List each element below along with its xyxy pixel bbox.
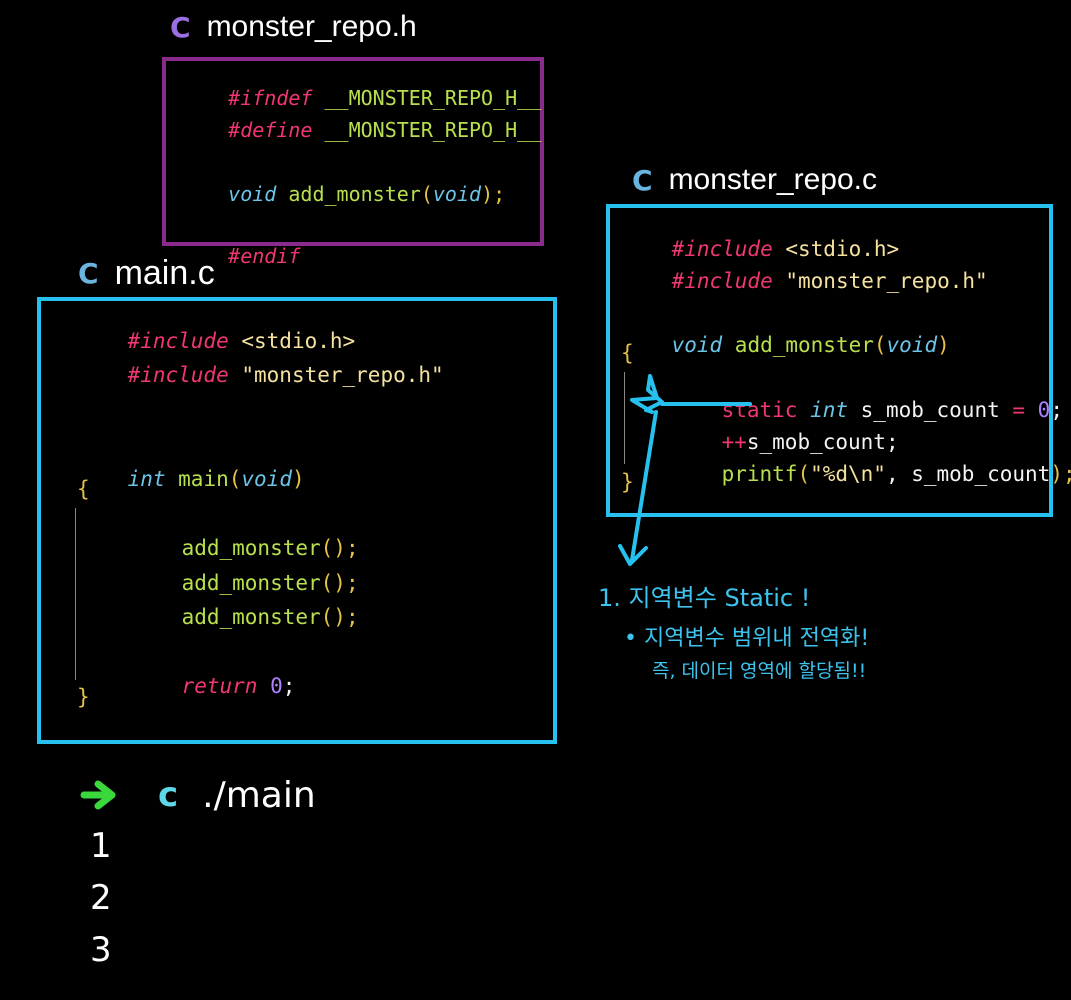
open-brace: {	[621, 341, 634, 365]
preprocessor-directive: #include	[671, 269, 773, 293]
return-keyword: return	[181, 674, 258, 698]
header-file-code: #ifndef __MONSTER_REPO_H__ #define __MON…	[180, 62, 541, 268]
punctuation: );	[481, 182, 506, 206]
header-file-code-box	[162, 57, 544, 246]
source-file-code-box	[606, 204, 1053, 517]
code-line: ++s_mob_count;	[671, 406, 899, 478]
punctuation: (	[797, 462, 811, 486]
annotation-line-3: 즉, 데이터 영역에 할당됨!!	[652, 660, 867, 682]
punctuation: )	[291, 467, 305, 491]
main-file-title: C main.c	[78, 254, 215, 293]
arrow-head-icon	[618, 544, 648, 566]
close-brace: }	[77, 685, 90, 709]
arrow-right-icon	[80, 780, 116, 810]
keyword: void	[228, 182, 277, 206]
macro-name: __MONSTER_REPO_H__	[312, 118, 542, 142]
preprocessor-directive: #include	[671, 237, 773, 261]
source-file-name: monster_repo.c	[668, 163, 877, 196]
indent-guide	[75, 508, 76, 680]
code-line: #include "monster_repo.h"	[621, 245, 988, 317]
punctuation: (	[873, 333, 887, 357]
keyword: int	[797, 398, 849, 422]
c-lang-icon: C	[170, 10, 191, 44]
code-line: add_monster();	[131, 581, 359, 653]
function-name: add_monster	[181, 536, 321, 560]
terminal-cwd: c	[158, 775, 179, 815]
terminal-output-line: 1	[90, 826, 112, 866]
indent-guide	[624, 372, 625, 464]
punctuation: ;	[885, 430, 899, 454]
terminal-prompt: c ./main	[80, 770, 316, 820]
keyword: void	[432, 182, 482, 206]
annotation-line-1: 1. 지역변수 Static !	[598, 584, 811, 612]
variable-name: s_mob_count	[848, 398, 1000, 422]
terminal-command: ./main	[202, 774, 316, 816]
preprocessor-directive: #define	[228, 118, 313, 142]
code-line: add_monster();	[131, 547, 359, 619]
code-line: void add_monster(void)	[621, 309, 950, 381]
preprocessor-directive: #ifndef	[228, 86, 313, 110]
code-line: void add_monster(void);	[180, 158, 505, 230]
punctuation: (	[228, 467, 242, 491]
code-line: #include <stdio.h>	[77, 305, 356, 377]
punctuation: ();	[320, 605, 359, 629]
code-line: #define __MONSTER_REPO_H__	[180, 94, 541, 166]
code-line: #endif	[180, 220, 300, 292]
string-literal: "%d\n"	[810, 462, 886, 486]
keyword: int	[127, 467, 166, 491]
header-file-name: monster_repo.h	[206, 10, 417, 43]
code-line: static int s_mob_count = 0;	[671, 374, 1063, 446]
punctuation: ();	[320, 571, 359, 595]
punctuation: ();	[320, 536, 359, 560]
argument: , s_mob_count	[885, 462, 1051, 486]
close-brace: }	[621, 470, 634, 494]
punctuation: ;	[282, 674, 296, 698]
source-file-code: #include <stdio.h> #include "monster_rep…	[621, 213, 1071, 508]
open-brace: {	[77, 477, 90, 501]
code-line: printf("%d\n", s_mob_count);	[671, 438, 1071, 510]
code-line: #include <stdio.h>	[621, 213, 900, 285]
function-name: add_monster	[181, 571, 321, 595]
terminal-output-line: 2	[90, 878, 112, 918]
code-line: #ifndef __MONSTER_REPO_H__	[180, 62, 541, 134]
include-path: <stdio.h>	[228, 329, 356, 353]
keyword: void	[241, 467, 292, 491]
function-name: add_monster	[181, 605, 321, 629]
punctuation: (	[420, 182, 433, 206]
preprocessor-directive: #endif	[228, 244, 301, 268]
operator: =	[999, 398, 1038, 422]
code-line: return 0;	[131, 650, 296, 722]
macro-name: __MONSTER_REPO_H__	[312, 86, 542, 110]
function-name: main	[165, 467, 229, 491]
include-path: "monster_repo.h"	[228, 363, 444, 387]
function-name: printf	[721, 462, 798, 486]
main-file-name: main.c	[114, 254, 215, 292]
source-file-title: C monster_repo.c	[632, 163, 877, 197]
number-literal: 0	[257, 674, 283, 698]
function-name: add_monster	[276, 182, 421, 206]
punctuation: ;	[1050, 398, 1063, 422]
variable-name: s_mob_count	[746, 430, 886, 454]
preprocessor-directive: #include	[127, 363, 229, 387]
main-file-code-box	[37, 297, 557, 744]
code-line: int main(void)	[77, 443, 305, 515]
function-name: add_monster	[722, 333, 874, 357]
main-file-code: #include <stdio.h> #include "monster_rep…	[77, 305, 537, 725]
operator: ++	[721, 430, 747, 454]
punctuation: )	[937, 333, 950, 357]
include-path: "monster_repo.h"	[772, 269, 988, 293]
c-lang-icon: C	[78, 257, 99, 290]
keyword: void	[886, 333, 938, 357]
code-line: #include "monster_repo.h"	[77, 339, 444, 411]
punctuation: );	[1050, 462, 1071, 486]
annotation-line-2: • 지역변수 범위내 전역화!	[624, 626, 870, 651]
include-path: <stdio.h>	[772, 237, 900, 261]
number-literal: 0	[1037, 398, 1051, 422]
header-file-title: C monster_repo.h	[170, 10, 417, 44]
preprocessor-directive: #include	[127, 329, 229, 353]
code-line: add_monster();	[131, 512, 359, 584]
terminal-output-line: 3	[90, 930, 112, 970]
c-lang-icon: C	[632, 163, 653, 197]
keyword: void	[671, 333, 723, 357]
